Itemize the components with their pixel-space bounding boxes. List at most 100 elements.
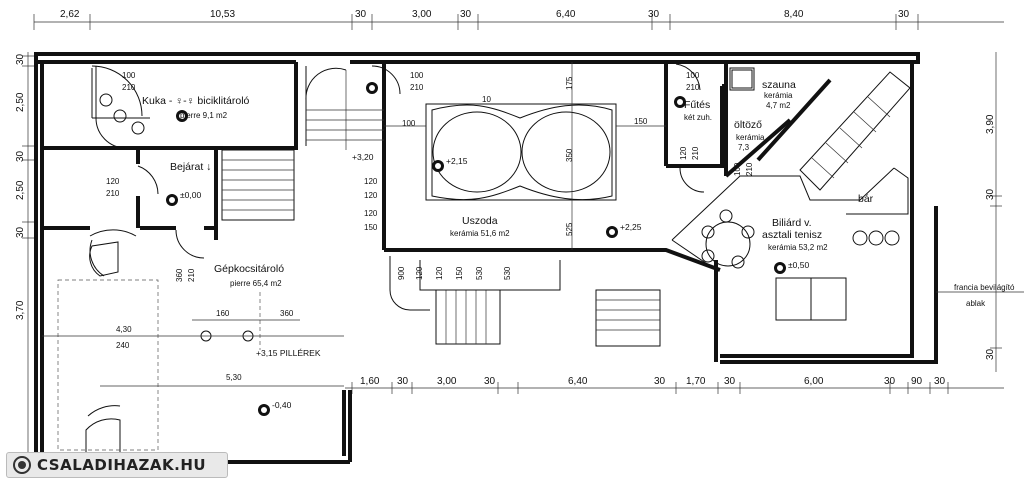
- dim-pool-120b: 120: [364, 191, 378, 200]
- dim-pool-100: 100: [402, 119, 416, 128]
- billiard-room-furniture: [671, 67, 909, 321]
- dim-top-2: 10,53: [210, 9, 235, 20]
- dim-stair-530: 530: [475, 266, 484, 280]
- dim-pool-350: 350: [565, 148, 574, 162]
- room-futes: Fűtés: [684, 99, 710, 111]
- dim-bottom-3: 3,00: [437, 376, 457, 387]
- door-stair-w: 100: [410, 71, 424, 80]
- watermark-logo: CSALADIHAZAK.HU: [6, 452, 228, 478]
- inner-dimensions: 175 350 525 10 100 150 120 120 120 150 1…: [116, 76, 648, 382]
- dim-top-1: 2,62: [60, 9, 80, 20]
- door-futes-h: 210: [691, 146, 700, 160]
- dim-pool-525: 525: [565, 222, 574, 236]
- window-note-1: francia bevilágító: [954, 283, 1015, 292]
- room-oltozo: öltöző: [734, 119, 762, 131]
- room-bar: bár: [858, 193, 874, 205]
- dim-bottom-11: 90: [911, 376, 923, 387]
- room-szauna-area: 4,7 m2: [766, 101, 791, 110]
- window-note: francia bevilágító ablak: [936, 283, 1024, 308]
- top-dimension-line: 2,62 10,53 30 3,00 30 6,40 30 8,40 30: [33, 9, 1004, 30]
- level-markers: +2,15 ±0,00 +2,25 ±0,50 -0,40 +3,20 +3,1…: [166, 82, 809, 416]
- room-szauna: szauna: [762, 79, 796, 91]
- room-labels: Kuka - ♀-♀ biciklitároló pierre 9,1 m2 B…: [142, 79, 874, 288]
- dim-left-5: 30: [15, 226, 26, 238]
- dim-pool-150b: 150: [364, 223, 378, 232]
- door-oltozo-w: 100: [733, 162, 742, 176]
- bottom-dimension-line: 1,60 30 3,00 30 6,40 30 1,70 30 6,00 30 …: [345, 376, 1004, 394]
- dim-stair-120: 120: [415, 266, 424, 280]
- dim-bottom-1: 1,60: [360, 376, 380, 387]
- dim-garage-240: 240: [116, 341, 130, 350]
- dim-pool-10: 10: [482, 95, 491, 104]
- room-biliard-1: Biliárd v.: [772, 217, 811, 229]
- dim-bottom-5: 6,40: [568, 376, 588, 387]
- door-futes-w: 120: [679, 146, 688, 160]
- room-biliard-2: asztali tenisz: [762, 229, 822, 241]
- door-boiler-h: 210: [686, 83, 700, 92]
- dim-left-1: 30: [15, 53, 26, 65]
- dim-pool-120a: 120: [364, 177, 378, 186]
- dim-pool-150: 150: [634, 117, 648, 126]
- dim-bottom-8: 30: [724, 376, 736, 387]
- level-entrance: ±0,00: [180, 190, 201, 200]
- outer-walls: [34, 52, 938, 464]
- dim-stair-900: 900: [397, 266, 406, 280]
- dim-top-7: 30: [648, 9, 660, 20]
- dim-bottom-6: 30: [654, 376, 666, 387]
- dim-right-1: 3,90: [985, 114, 996, 134]
- dim-top-8: 8,40: [784, 9, 804, 20]
- dim-bottom-7: 1,70: [686, 376, 706, 387]
- room-uszoda-area: kerámia 51,6 m2: [450, 229, 510, 238]
- dim-top-6: 6,40: [556, 9, 576, 20]
- door-kuka-w: 100: [122, 71, 136, 80]
- dim-pool-175: 175: [565, 76, 574, 90]
- room-futes-sub: két zuh.: [684, 113, 712, 122]
- room-kuka: Kuka - ♀-♀ biciklitároló: [142, 95, 250, 107]
- dim-right-3: 30: [985, 348, 996, 360]
- room-gepkocsi: Gépkocsitároló: [214, 263, 284, 275]
- room-gepkocsi-area: pierre 65,4 m2: [230, 279, 282, 288]
- door-boiler-w: 100: [686, 71, 700, 80]
- garage-elements: [42, 66, 344, 456]
- dim-left-2: 2,50: [15, 92, 26, 112]
- door-garage-h: 210: [187, 268, 196, 282]
- room-oltozo-area: 7,3: [738, 143, 750, 152]
- dim-right-2: 30: [985, 188, 996, 200]
- door-dimensions: 100 210 100 210 120 210 360 210 120 210 …: [106, 71, 754, 282]
- dim-bottom-4: 30: [484, 376, 496, 387]
- window-note-2: ablak: [966, 299, 986, 308]
- dim-top-4: 3,00: [412, 9, 432, 20]
- dim-stair-530b: 530: [503, 266, 512, 280]
- dim-stair-150: 150: [455, 266, 464, 280]
- room-oltozo-sub: kerámia: [736, 133, 765, 142]
- room-uszoda: Uszoda: [462, 215, 498, 227]
- dim-top-5: 30: [460, 9, 472, 20]
- door-stair-h: 210: [410, 83, 424, 92]
- dim-bottom-9: 6,00: [804, 376, 824, 387]
- stairs: [221, 66, 911, 347]
- house-logo-icon: [13, 456, 31, 474]
- dim-left-6: 3,70: [15, 300, 26, 320]
- dim-bottom-12: 30: [934, 376, 946, 387]
- dim-garage-530: 5,30: [226, 373, 242, 382]
- pool: [384, 62, 666, 250]
- level-pool-deck: +2,25: [620, 222, 642, 232]
- door-entry-h: 210: [106, 189, 120, 198]
- level-pool: +2,15: [446, 156, 468, 166]
- interior-walls: [42, 62, 832, 272]
- dim-stair-120b: 120: [435, 266, 444, 280]
- left-dimension-line: 30 2,50 30 2,50 30 3,70: [15, 52, 34, 460]
- dim-pool-120c: 120: [364, 209, 378, 218]
- dim-garage-430: 4,30: [116, 325, 132, 334]
- dim-garage-160: 160: [216, 309, 230, 318]
- room-bejarat: Bejárat ↓: [170, 161, 211, 173]
- door-oltozo-h: 210: [745, 162, 754, 176]
- level-stair: +3,20: [352, 152, 374, 162]
- door-entry-w: 120: [106, 177, 120, 186]
- dim-top-3: 30: [355, 9, 367, 20]
- door-kuka-h: 210: [122, 83, 136, 92]
- watermark-text: CSALADIHAZAK.HU: [37, 456, 207, 474]
- room-szauna-sub: kerámia: [764, 91, 793, 100]
- dim-bottom-10: 30: [884, 376, 896, 387]
